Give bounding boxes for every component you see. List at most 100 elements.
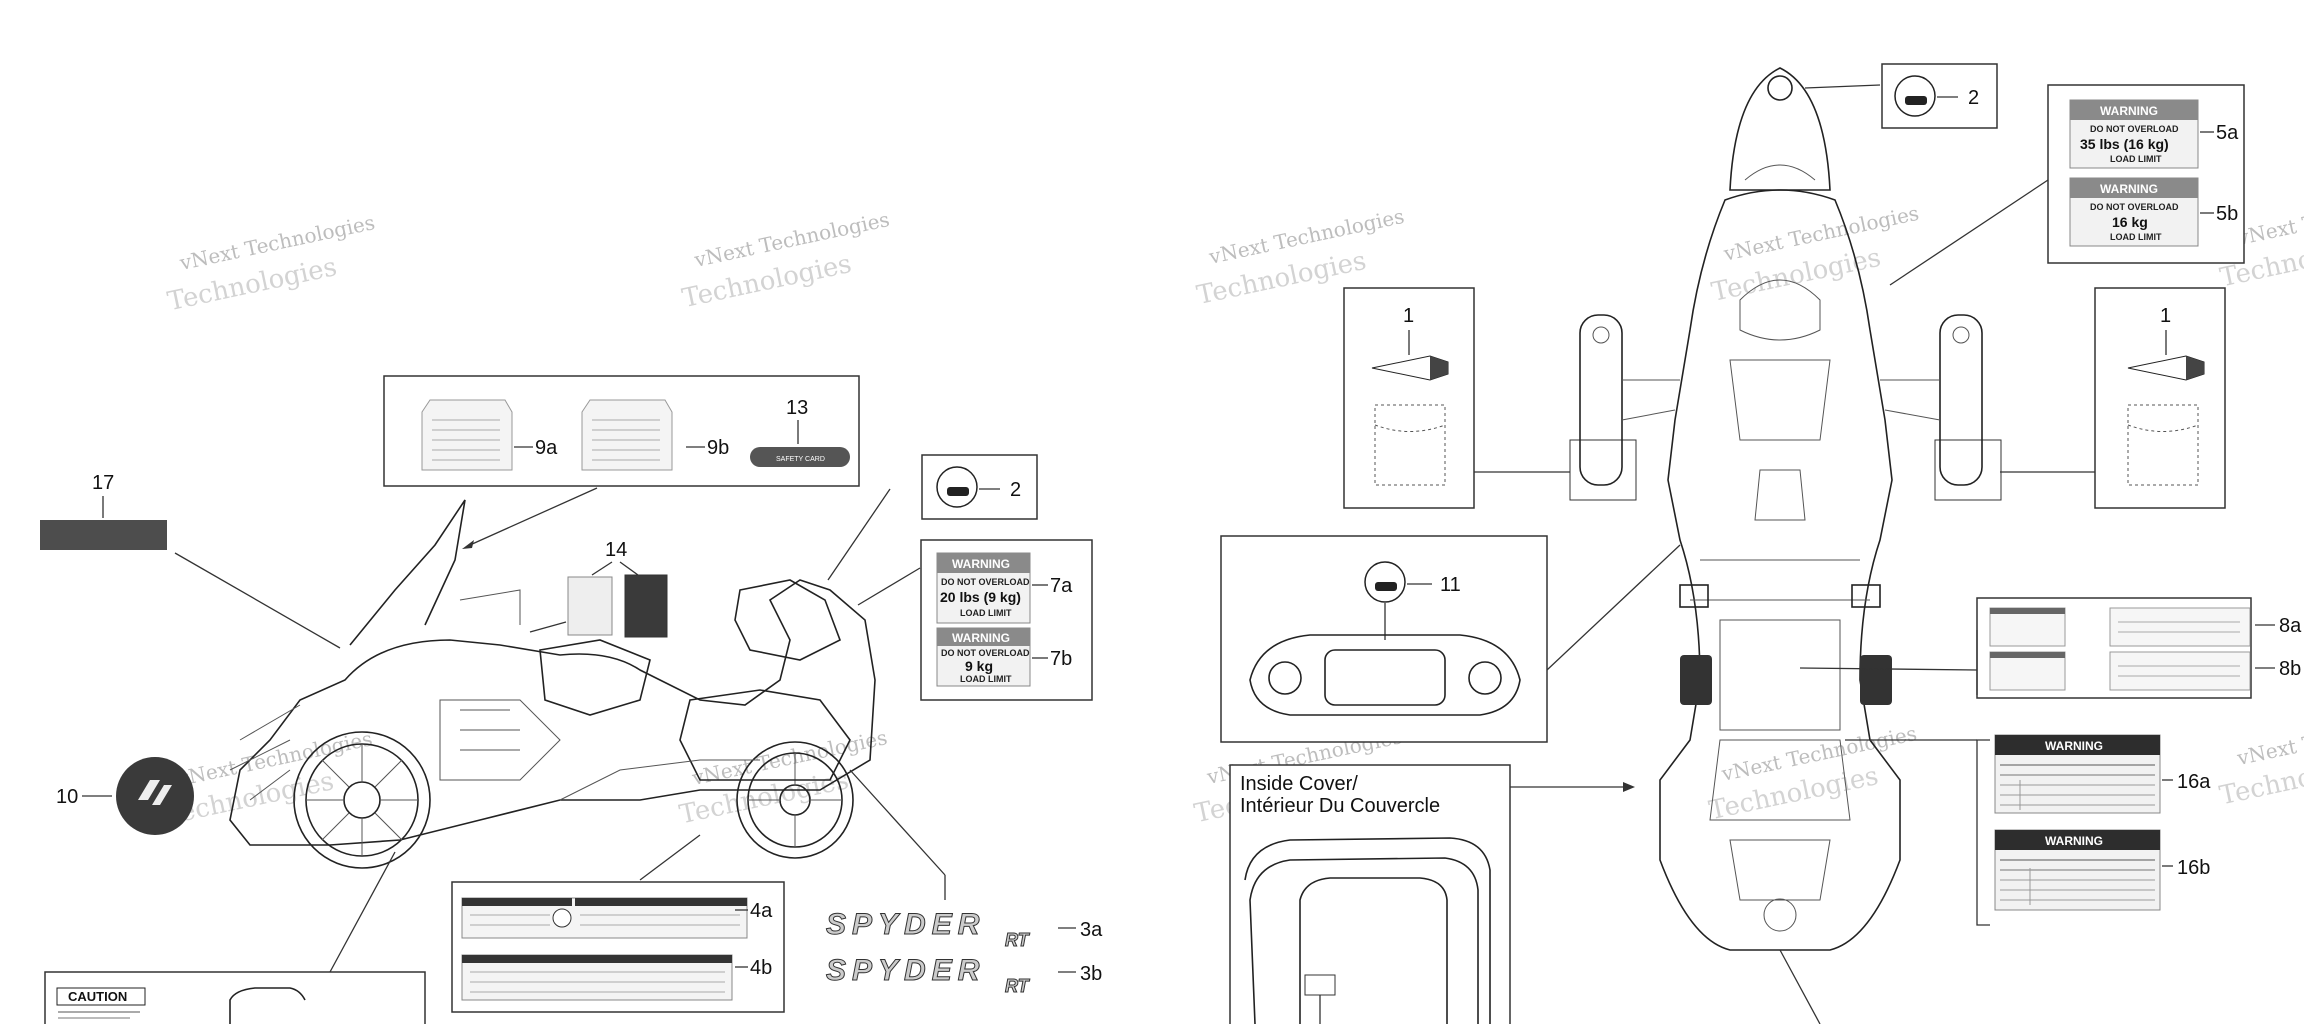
callout-2-right: 2 [1968, 87, 1979, 109]
leader-line [857, 567, 921, 606]
leader-line [827, 488, 891, 581]
warning-text: WARNING [2100, 104, 2158, 118]
decal-box-1-right [2094, 287, 2226, 509]
decal-1-left-tip [1430, 356, 1448, 380]
decal-7b: WARNING DO NOT OVERLOAD 9 kg LOAD LIMIT [936, 627, 1031, 687]
cover-decal-position [1304, 974, 1336, 996]
fender-outline [1374, 404, 1446, 486]
cover-outline [1249, 857, 1479, 1024]
warning-text: WARNING [952, 557, 1010, 571]
decal-1-right-tip [2186, 356, 2204, 380]
leader-line [1799, 667, 1978, 671]
callout-1-left: 1 [1403, 305, 1414, 327]
decal-9a [421, 399, 513, 471]
callout-7a: 7a [1050, 575, 1073, 597]
rt-logo-text: RT [1005, 976, 1031, 996]
warning-text: WARNING [2045, 834, 2103, 848]
callout-9a: 9a [535, 437, 558, 459]
callout-5a: 5a [2216, 122, 2239, 144]
decal-3a-spyder: SPYDER RT [826, 908, 1032, 951]
decal-10-logo [138, 780, 172, 805]
callout-8b: 8b [2279, 658, 2301, 680]
decal-2-brp-mark [947, 487, 969, 496]
watermark-group: vNext Technologies Technologies [165, 210, 377, 317]
leader-line [1546, 544, 1681, 671]
watermark-group: vNext Technologies Technologies [1706, 721, 1918, 826]
safety-card-text: SAFETY CARD [776, 456, 825, 463]
arrowhead [462, 540, 474, 549]
leader-line [469, 487, 598, 546]
watermark-text: vNext Technologies [2234, 705, 2304, 770]
decal-14b [624, 574, 668, 638]
leader-line [849, 769, 946, 876]
watermark-group: vNext Technologies Technologies [677, 725, 889, 830]
decal-5a: WARNING DO NOT OVERLOAD 35 lbs (16 kg) L… [2069, 99, 2199, 169]
fender-outline [2127, 424, 2199, 432]
decal-box-1-left [1343, 287, 1475, 509]
callout-5b: 5b [2216, 203, 2238, 225]
decal-13-safety-card [750, 447, 850, 467]
fender-outline [2127, 404, 2199, 486]
warning-text: WARNING [2045, 739, 2103, 753]
decal-17 [40, 520, 167, 550]
decal-9b [581, 399, 673, 471]
inside-cover-box [1229, 764, 1511, 1024]
callout-2-left: 2 [1010, 479, 1021, 501]
decal-10-badge [116, 757, 194, 835]
callout-9b: 9b [707, 437, 729, 459]
arrowhead [1623, 782, 1635, 792]
leader-line [591, 561, 613, 576]
callout-10: 10 [56, 786, 78, 808]
leader-line [174, 552, 341, 649]
decal-8b [1989, 651, 2251, 691]
dash-gauge [1468, 661, 1502, 695]
target-area-box [1569, 439, 1637, 501]
leader-line [1804, 84, 1881, 89]
callout-13: 13 [786, 397, 808, 419]
decal-11-brp-mark [1375, 582, 1397, 591]
callout-3b: 3b [1080, 963, 1102, 985]
callout-16a: 16a [2177, 771, 2211, 793]
decal-4a [461, 897, 748, 939]
callout-17: 17 [92, 472, 114, 494]
watermark-group: vNext Technologies Technologies [1709, 201, 1921, 308]
inside-cover-title: Inside Cover/ [1240, 773, 1358, 795]
callout-4b: 4b [750, 957, 772, 979]
leader-line [529, 621, 567, 633]
inside-cover-title-fr: Intérieur Du Couvercle [1240, 795, 1440, 817]
callout-1-right: 1 [2160, 305, 2171, 327]
callout-16b: 16b [2177, 857, 2210, 879]
load-value-text: 20 lbs (9 kg) [940, 589, 1021, 605]
decal-2-brp-mark [1905, 96, 1927, 105]
leader-line [1889, 179, 2049, 286]
caution-text: CAUTION [68, 989, 127, 1004]
decal-5b: WARNING DO NOT OVERLOAD 16 kg LOAD LIMIT [2069, 177, 2199, 247]
load-limit-text: LOAD LIMIT [2110, 154, 2162, 164]
rt-logo-text: RT [1005, 930, 1031, 950]
decal-14a [567, 576, 613, 636]
decal-16a: WARNING [1994, 734, 2161, 814]
warning-text: WARNING [952, 631, 1010, 645]
decal-box-caution [44, 971, 426, 1024]
overload-text: DO NOT OVERLOAD [2090, 202, 2179, 212]
vehicle-top-view [1579, 67, 1983, 951]
target-area-box [1934, 439, 2002, 501]
leader-line [329, 851, 396, 973]
load-limit-text: LOAD LIMIT [2110, 232, 2162, 242]
load-value-text: 9 kg [965, 658, 993, 674]
overload-text: DO NOT OVERLOAD [941, 648, 1030, 658]
overload-text: DO NOT OVERLOAD [2090, 124, 2179, 134]
dash-gauge [1268, 661, 1302, 695]
fender-outline [1374, 424, 1446, 432]
leader-line [639, 834, 701, 881]
callout-14: 14 [605, 539, 627, 561]
decal-3b-spyder: SPYDER RT [826, 954, 1032, 997]
dash-display [1324, 649, 1446, 706]
caution-header [56, 987, 146, 1006]
load-limit-text: LOAD LIMIT [960, 674, 1012, 684]
load-value-text: 16 kg [2112, 214, 2148, 230]
load-limit-text: LOAD LIMIT [960, 608, 1012, 618]
dash-panel-outline [1249, 634, 1521, 716]
decal-7a: WARNING DO NOT OVERLOAD 20 lbs (9 kg) LO… [936, 552, 1031, 624]
